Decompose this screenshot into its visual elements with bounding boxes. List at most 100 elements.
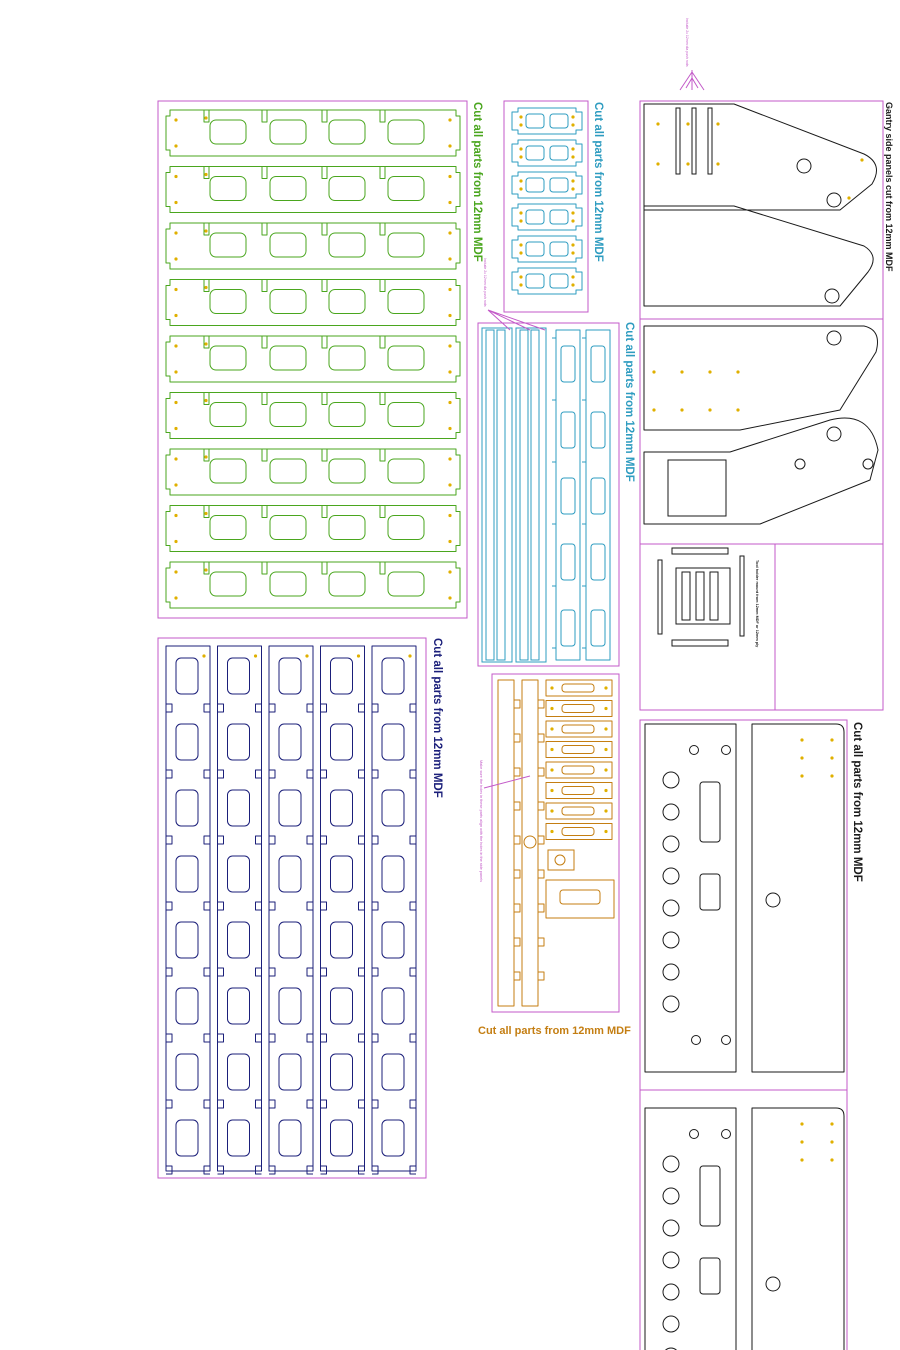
drill-mark xyxy=(204,116,208,120)
drill-mark xyxy=(204,455,208,459)
drill-mark xyxy=(550,829,554,834)
navy-notch xyxy=(358,1165,365,1175)
navy-notch xyxy=(203,703,210,713)
drill-mark xyxy=(686,162,690,166)
navy-window xyxy=(330,987,353,1025)
strip-slot xyxy=(203,392,210,405)
gantry-hole xyxy=(796,158,812,174)
strip-window xyxy=(387,515,425,540)
end-plate xyxy=(644,723,737,1073)
cyan-window xyxy=(549,241,569,257)
navy-window xyxy=(381,921,405,959)
green-strip xyxy=(165,222,461,270)
navy-notch xyxy=(255,901,262,911)
strip-window xyxy=(209,515,247,540)
strip-window xyxy=(387,345,425,371)
notes-group xyxy=(483,70,705,789)
navy-notch xyxy=(320,703,327,713)
drill-mark xyxy=(604,706,608,711)
navy-notch xyxy=(217,1099,224,1109)
drill-mark xyxy=(448,457,452,461)
cyan-group-label: Cut all parts from 12mm MDF xyxy=(592,102,604,262)
navy-window xyxy=(278,855,302,893)
drill-mark xyxy=(174,370,178,374)
drill-mark xyxy=(519,243,523,247)
navy-column xyxy=(320,645,365,1172)
strip-slot xyxy=(379,110,386,123)
orange-wide-part xyxy=(545,879,615,919)
navy-window xyxy=(175,921,199,959)
top-arrow-note: Include 2x 12mm dia push rods xyxy=(685,18,689,67)
navy-column xyxy=(217,645,262,1172)
green-strip xyxy=(165,166,461,213)
orange-tab xyxy=(514,937,521,947)
drill-mark xyxy=(448,570,452,574)
orange-tab xyxy=(514,767,521,777)
strip-window xyxy=(209,289,247,314)
drill-mark xyxy=(680,370,684,374)
drill-mark xyxy=(448,231,452,235)
navy-column xyxy=(268,645,314,1172)
cyan-long-window xyxy=(560,609,576,647)
cyan-part xyxy=(511,107,583,135)
drill-mark xyxy=(604,686,608,690)
note-arrow xyxy=(483,775,531,789)
cyan-rails-label: Cut all parts from 12mm MDF xyxy=(623,322,635,482)
strip-slot xyxy=(321,279,328,292)
drill-mark xyxy=(830,774,834,778)
drill-mark xyxy=(174,257,178,261)
group-frames xyxy=(157,100,884,1350)
drill-mark xyxy=(174,344,178,348)
orange-slot xyxy=(561,745,595,754)
navy-notch xyxy=(166,1099,173,1109)
drill-mark xyxy=(204,568,208,572)
gantry-slot xyxy=(675,107,681,175)
navy-window xyxy=(381,789,405,827)
cyan-long-strip xyxy=(585,329,611,661)
strip-slot xyxy=(261,336,268,349)
navy-notch xyxy=(255,1099,262,1109)
drill-mark xyxy=(550,747,554,752)
drill-mark xyxy=(408,654,412,658)
end-plate-hole xyxy=(721,745,731,755)
cyan-rail xyxy=(519,329,529,661)
tool-holder-note: Tool holder mount from 12mm MDF or 12mm … xyxy=(755,560,759,648)
gantry-group-label: Gantry side panels cut from 12mm MDF xyxy=(884,102,894,272)
navy-notch xyxy=(409,703,416,713)
drill-mark xyxy=(550,809,554,813)
gantry-hole xyxy=(794,458,806,470)
strip-window xyxy=(387,119,425,145)
navy-notch xyxy=(372,1099,379,1109)
drill-mark xyxy=(174,426,178,431)
orange-slot xyxy=(561,724,595,734)
strip-window xyxy=(269,119,307,145)
drill-mark xyxy=(448,118,452,122)
green-strip xyxy=(165,335,461,383)
strip-slot xyxy=(261,392,268,405)
navy-window xyxy=(227,987,250,1025)
navy-window xyxy=(330,1053,353,1091)
navy-notch xyxy=(269,1099,276,1109)
drill-mark xyxy=(448,596,452,600)
drill-mark xyxy=(448,287,452,292)
cyan-long-window xyxy=(590,411,606,449)
navy-notch xyxy=(166,1165,173,1175)
navy-window xyxy=(227,855,250,893)
cyan-window xyxy=(525,113,545,129)
strip-slot xyxy=(261,279,268,292)
navy-notch xyxy=(320,901,327,911)
navy-notch xyxy=(217,835,224,845)
gantry-panel xyxy=(643,103,877,211)
navy-notch xyxy=(409,901,416,911)
drill-mark xyxy=(174,513,178,518)
strip-slot xyxy=(321,166,328,179)
end-plates-group-label: Cut all parts from 12mm MDF xyxy=(851,722,863,882)
orange-tab xyxy=(538,699,545,709)
drill-mark xyxy=(204,172,208,177)
navy-window xyxy=(381,1053,405,1091)
drill-mark xyxy=(708,408,712,412)
drill-mark xyxy=(830,1158,834,1162)
orange-hole xyxy=(523,835,537,849)
drill-mark xyxy=(571,155,575,159)
strip-slot xyxy=(261,166,268,179)
